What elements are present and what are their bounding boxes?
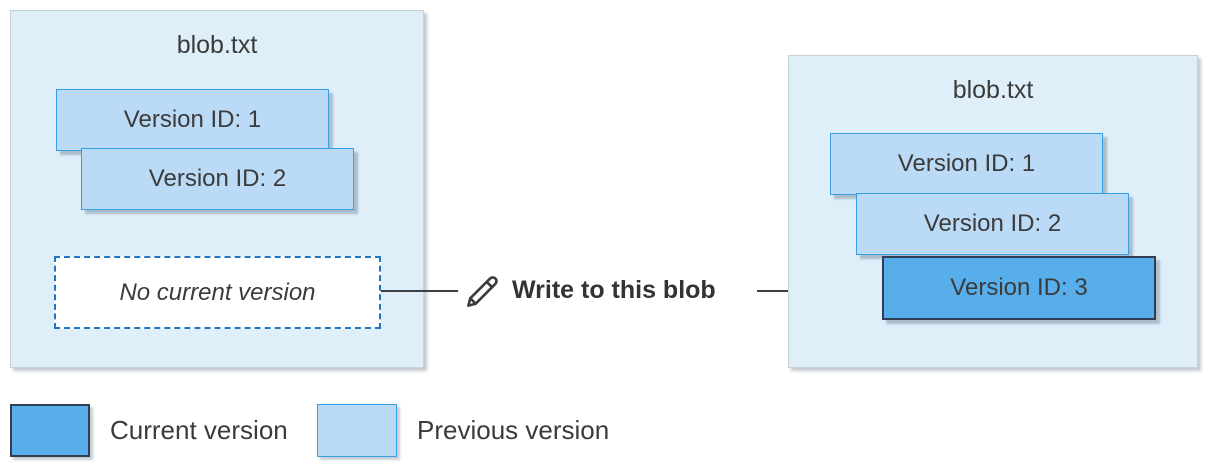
legend-swatch-previous [317,404,397,457]
source-blob-panel: blob.txt Version ID: 1 Version ID: 2 No … [10,10,424,368]
no-current-version-label: No current version [119,278,316,306]
arrow-line-left [381,290,458,292]
pencil-icon [467,276,498,307]
no-current-version-box: No current version [54,256,381,329]
blob-title: blob.txt [176,31,258,59]
version-box-previous: Version ID: 1 [56,89,329,151]
legend-swatch-current [10,404,90,457]
legend-label-previous: Previous version [417,415,610,445]
version-label: Version ID: 2 [923,210,1062,237]
blob-title: blob.txt [952,76,1034,104]
version-box-current: Version ID: 3 [882,256,1156,320]
version-box-previous: Version ID: 2 [856,193,1129,255]
version-label: Version ID: 1 [123,106,262,133]
version-label: Version ID: 3 [950,274,1088,301]
version-box-previous: Version ID: 2 [81,148,354,210]
version-label: Version ID: 2 [148,165,287,192]
action-label: Write to this blob [512,276,716,304]
version-label: Version ID: 1 [897,150,1036,177]
legend-label-current: Current version [110,415,288,445]
version-box-previous: Version ID: 1 [830,133,1103,195]
result-blob-panel: blob.txt Version ID: 1 Version ID: 2 Ver… [788,55,1198,368]
legend: Current version Previous version [0,404,700,457]
